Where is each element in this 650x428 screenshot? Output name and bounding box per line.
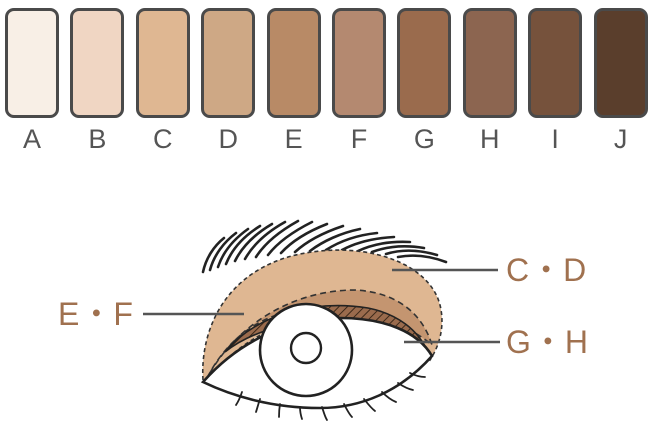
- pupil: [289, 331, 323, 365]
- swatch-label-a: A: [22, 124, 41, 154]
- callout-lid-shades: C・D: [506, 252, 588, 288]
- swatch-e: [266, 8, 321, 118]
- swatch-label-j: J: [613, 124, 628, 154]
- iris: [258, 302, 354, 398]
- swatch-b: [70, 8, 125, 118]
- eyebrow: [201, 219, 448, 274]
- callout-crease-shades: E・F: [58, 296, 134, 332]
- swatch-h: [462, 8, 517, 118]
- swatch-g: [397, 8, 452, 118]
- swatch-d: [201, 8, 256, 118]
- shade-palette: A B C D E F G H I J: [0, 0, 650, 170]
- swatch-a: [5, 8, 59, 118]
- swatch-label-f: F: [350, 124, 368, 154]
- swatch-i: [528, 8, 583, 118]
- swatch-label-i: I: [551, 124, 559, 154]
- swatch-label-e: E: [284, 124, 303, 154]
- swatch-c: [135, 8, 190, 118]
- swatch-label-d: D: [218, 124, 238, 154]
- swatch-label-g: G: [413, 124, 435, 154]
- swatch-j: [593, 8, 648, 118]
- callout-lashline-shades: G・H: [506, 324, 590, 360]
- lower-lashes: [235, 372, 426, 421]
- swatch-label-h: H: [480, 124, 500, 154]
- swatch-f: [332, 8, 386, 118]
- swatch-label-c: C: [153, 124, 173, 154]
- swatch-label-b: B: [88, 124, 107, 154]
